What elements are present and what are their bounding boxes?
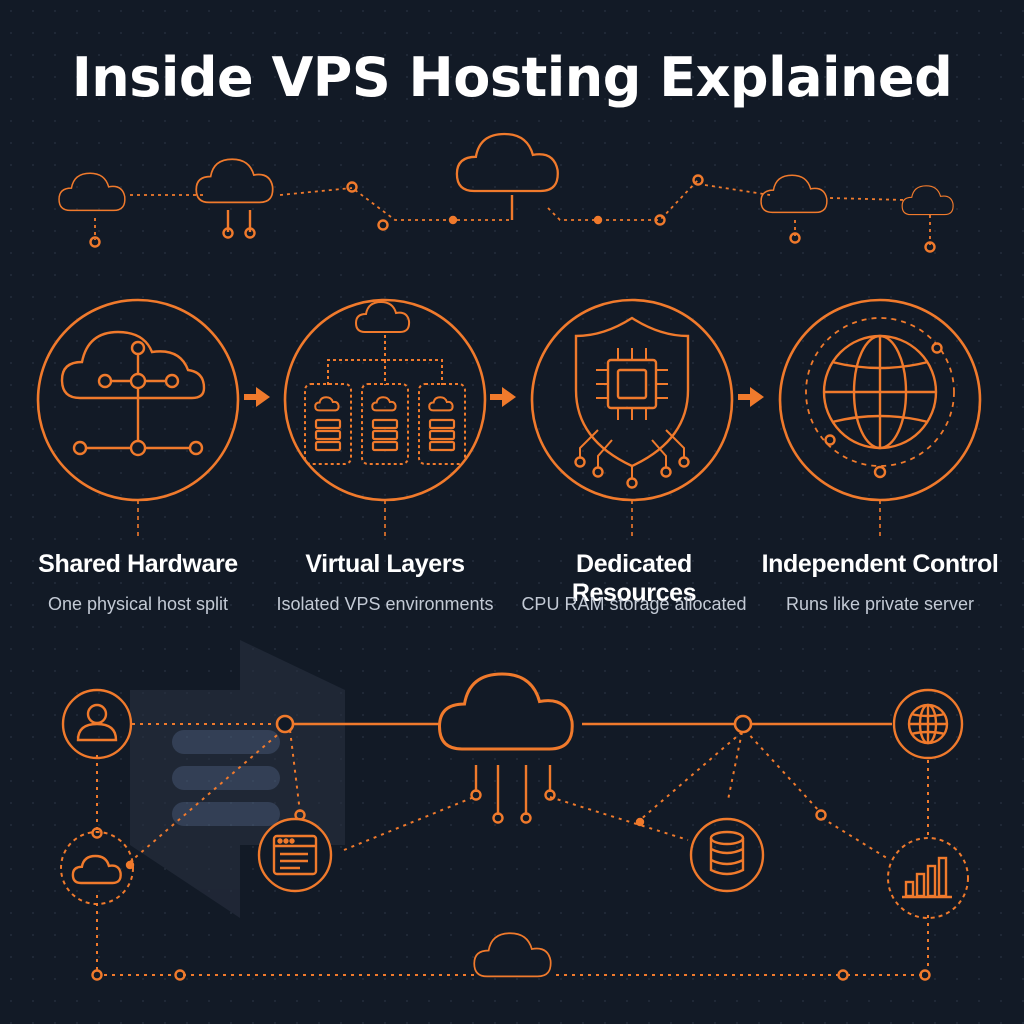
cloud-icon [58,172,126,212]
step-description-independent-control: Runs like private server [785,594,975,614]
database-icon [689,817,765,893]
cloud-icon [760,174,828,214]
step-title-virtual-layers: Virtual Layers [305,550,465,578]
bottom-network [60,640,969,981]
browser-window-icon [257,817,333,893]
top-cloud-network [58,132,954,253]
arrow-right-icon [244,387,270,407]
bar-chart-icon [887,837,969,919]
step-description-shared-hardware: One physical host split [47,594,229,614]
flow-arrows [244,387,764,407]
step-title-dedicated-resources: Dedicated Resources [571,550,697,607]
globe-icon [805,317,955,479]
cloud-network-icon [60,330,206,457]
step-description-virtual-layers: Isolated VPS environments [276,594,494,614]
arrow-right-icon [490,387,516,407]
step-title-independent-control: Independent Control [761,550,999,578]
step-2-ring [283,298,487,502]
virtual-server-stack-icon [304,301,466,465]
cloud-icon [195,158,274,204]
shield-cpu-icon [574,316,690,489]
cloud-icon [473,932,552,978]
step-description-dedicated-resources: CPU RAM storage allocated [521,594,747,614]
step-title-shared-hardware: Shared Hardware [38,550,238,578]
cloud-icon [60,831,134,905]
cloud-icon [455,132,559,193]
user-icon [61,688,133,760]
cloud-icon [438,672,574,751]
arrow-right-icon [738,387,764,407]
page-title: Inside VPS Hosting Explained [71,46,953,109]
cloud-icon [901,185,954,216]
globe-icon [892,688,964,760]
